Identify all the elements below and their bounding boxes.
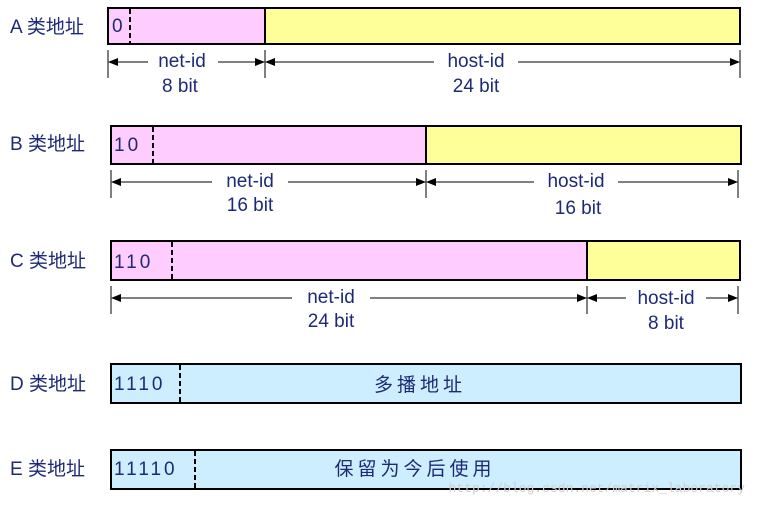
class-a-row: A 类地址 0 net-id 8 bit host-id 24 bit [10,7,741,97]
class-e-label: E 类地址 [10,458,85,480]
class-b-net-size: 16 bit [227,195,274,216]
class-b-host-id-label: host-id [547,171,604,192]
class-a-host-field [264,7,741,45]
class-c-net-size: 24 bit [308,311,355,332]
class-a-net-id-label: net-id [158,51,206,72]
class-c-net-id-label: net-id [307,287,355,308]
class-c-host-field [586,240,741,281]
class-a-prefix-bits: 0 [112,16,126,37]
class-d-purpose: 多播地址 [374,374,466,396]
class-d-row: D 类地址 1110 多播地址 [10,363,742,404]
class-d-field [110,363,742,404]
class-c-host-size: 8 bit [648,313,685,334]
class-e-prefix-bits: 11110 [114,459,178,480]
class-a-label: A 类地址 [10,16,84,38]
class-b-net-field [110,125,427,165]
class-e-row: E 类地址 11110 保留为今后使用 [10,449,742,490]
class-b-row: B 类地址 10 net-id 16 bit host-id 16 bit [10,125,742,219]
class-b-host-size: 16 bit [555,198,602,219]
watermark: http://blog.csdn.net/matrix_laboratory [449,481,746,496]
class-e-field [110,449,742,490]
class-b-net-id-label: net-id [226,171,274,192]
class-e-purpose: 保留为今后使用 [334,458,495,480]
class-d-label: D 类地址 [10,373,86,395]
class-d-prefix-bits: 1110 [114,374,165,395]
class-a-host-size: 24 bit [453,76,500,97]
class-a-host-id-label: host-id [447,51,504,72]
class-a-net-size: 8 bit [162,76,199,97]
class-b-label: B 类地址 [10,133,85,155]
class-c-host-id-label: host-id [637,288,694,309]
class-a-net-field [107,7,266,45]
class-c-label: C 类地址 [10,250,86,272]
class-b-prefix-bits: 10 [114,135,141,156]
class-c-prefix-bits: 110 [114,252,153,273]
class-c-net-field [110,240,588,281]
class-b-host-field [425,125,742,165]
class-c-row: C 类地址 110 net-id 24 bit host-id 8 bit [10,240,741,334]
